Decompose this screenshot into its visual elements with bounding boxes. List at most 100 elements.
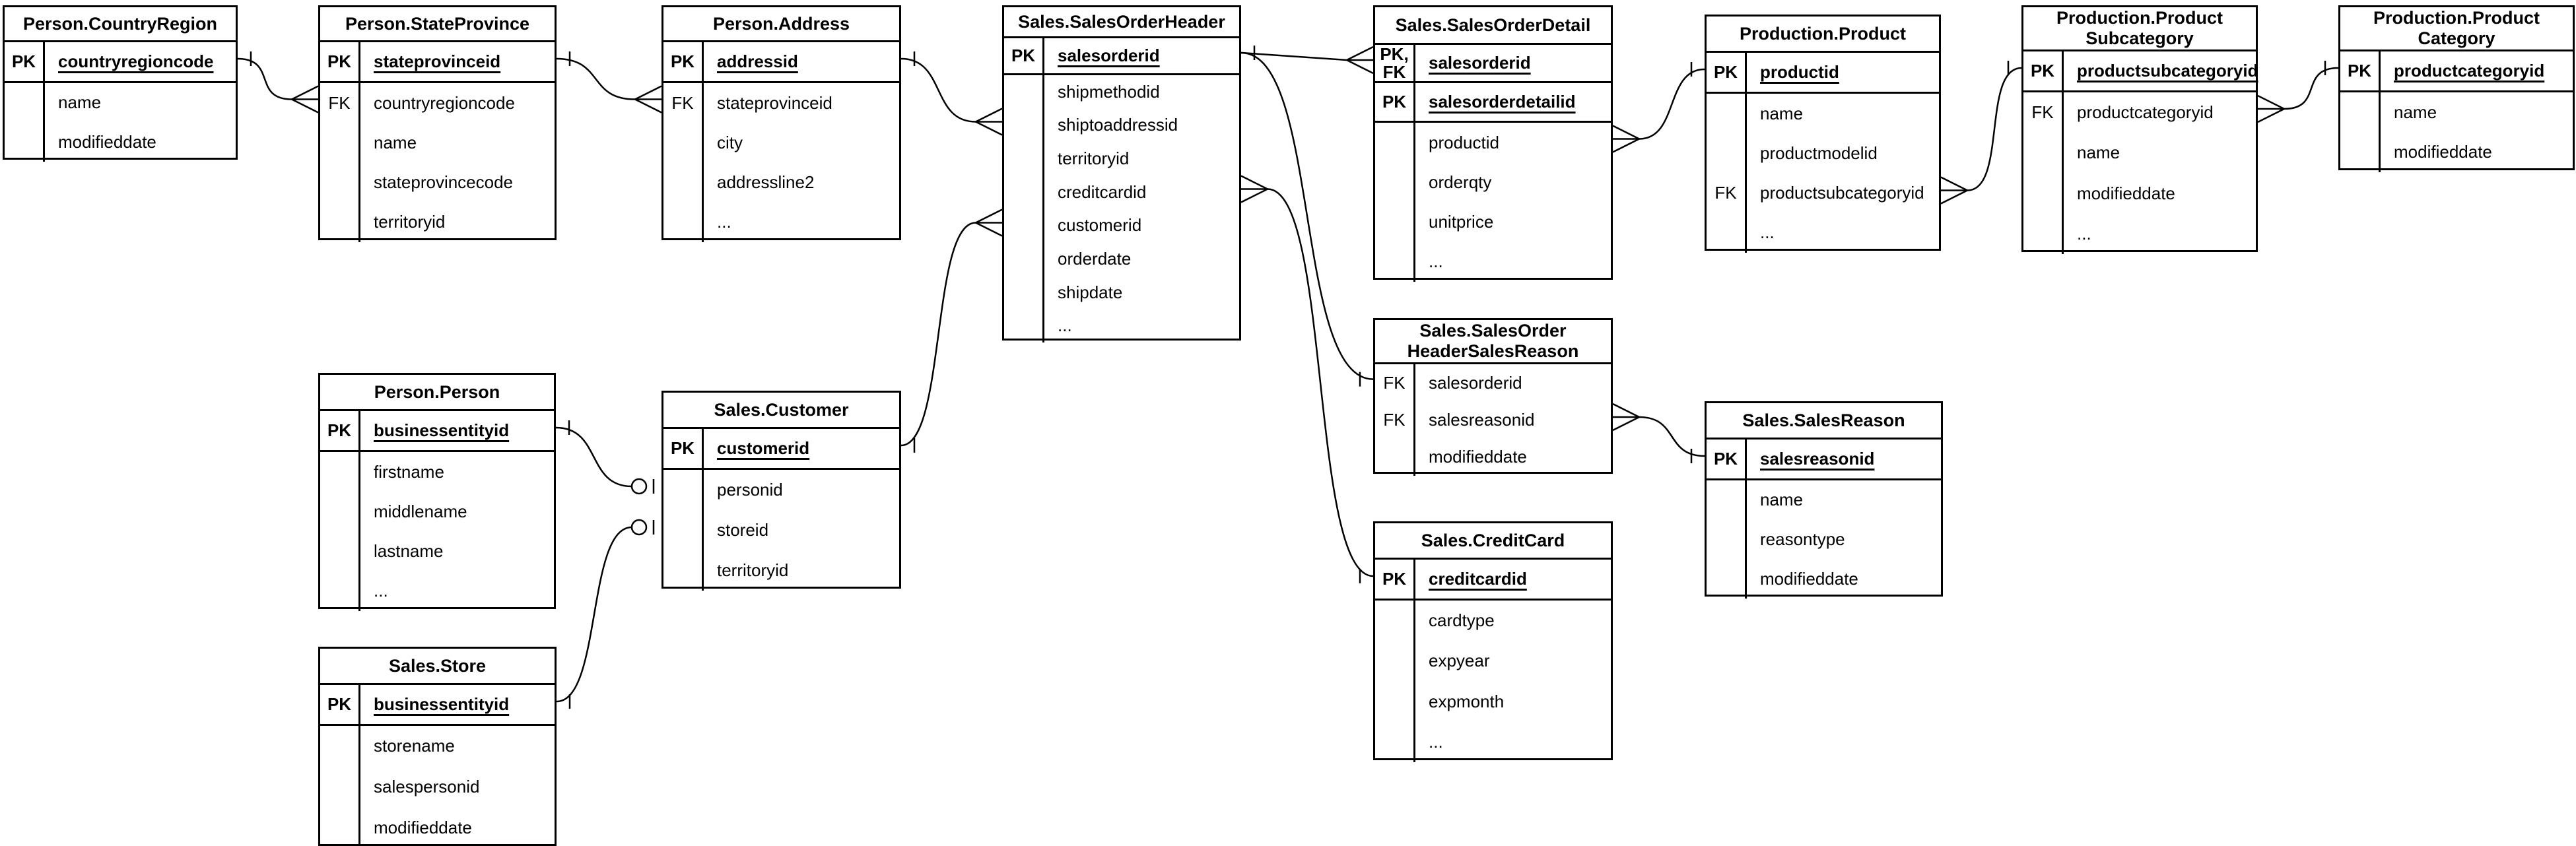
key-label: [2340, 92, 2379, 133]
field-name: modifieddate: [2394, 142, 2492, 162]
field-name: ...: [2077, 223, 2091, 244]
relationship-customer-salesorderheader[interactable]: [900, 209, 1003, 453]
relationship-line: [900, 57, 976, 123]
relationship-person-customer[interactable]: [555, 420, 655, 495]
crow-foot-marker: [1612, 403, 1640, 418]
field-name: addressid: [717, 51, 798, 71]
crow-foot-marker: [291, 85, 319, 100]
field-name: personid: [717, 480, 783, 500]
field-orderqty: orderqty: [1415, 162, 1611, 202]
field-name: productid: [1429, 132, 1499, 152]
relationship-store-customer[interactable]: [556, 519, 655, 709]
field-name: creditcardid: [1429, 569, 1527, 589]
relationship-line: [237, 57, 292, 100]
field-salesorderid: salesorderid: [1415, 45, 1611, 81]
key-label: [1375, 682, 1413, 722]
field-ellipsis: ...: [2064, 214, 2256, 254]
table-title-line: Subcategory: [2085, 28, 2194, 48]
key-label: [320, 123, 358, 162]
key-column: [1375, 123, 1415, 282]
field-productsubcategoryid: productsubcategoryid: [2064, 51, 2258, 90]
field-name: territoryid: [374, 212, 446, 232]
field-firstname: firstname: [360, 452, 554, 492]
field-name: expyear: [1429, 651, 1490, 671]
field-name: name: [2381, 92, 2573, 133]
key-column: PK: [1707, 439, 1747, 478]
relationship-productsubcategory-productcategory[interactable]: [2257, 61, 2339, 123]
relationship-line: [2284, 67, 2339, 110]
relationship-salesorderheader-creditcard[interactable]: [1240, 175, 1374, 584]
key-column: PK: [663, 429, 704, 468]
key-label: [663, 203, 702, 242]
crow-foot-marker: [634, 98, 662, 114]
table-title-line: Sales.SalesOrder: [1419, 321, 1567, 341]
field-name: name: [1747, 480, 1941, 520]
relationship-salesorderheader-sohsr[interactable]: [1240, 51, 1374, 387]
field-column: name modifieddate: [2381, 92, 2573, 172]
field-unitprice: unitprice: [1415, 203, 1611, 242]
table-title-line: Sales.CreditCard: [1421, 530, 1565, 550]
key-label: [5, 123, 43, 162]
field-column: salesorderid: [1044, 38, 1239, 73]
key-label: PK: [1713, 449, 1738, 469]
field-name: salesorderid: [1058, 46, 1160, 65]
field-name: salespersonid: [374, 777, 480, 797]
field-name: shipmethodid: [1058, 81, 1160, 102]
relationship-salesorderheader-salesorderdetail[interactable]: [1240, 46, 1374, 75]
relationship-product-productsubcategory[interactable]: [1940, 61, 2022, 205]
field-name: name: [58, 92, 102, 113]
field-column: businessentityid: [360, 411, 554, 450]
key-label: [663, 163, 702, 203]
key-label: PK: [327, 420, 352, 440]
key-column: [1375, 601, 1415, 762]
relationship-address-salesorderheader[interactable]: [900, 51, 1003, 136]
field-column: creditcardid: [1415, 560, 1611, 599]
key-label: FK: [1714, 183, 1737, 203]
relationship-salesorderdetail-product[interactable]: [1612, 62, 1705, 153]
key-column: [320, 726, 360, 846]
field-column: salesreasonid: [1747, 439, 1941, 478]
relationship-countryregion-stateprovince[interactable]: [237, 51, 319, 114]
field-reasontype: reasontype: [1747, 520, 1941, 560]
relationship-stateprovince-address[interactable]: [556, 51, 662, 114]
field-name: ...: [1429, 251, 1443, 272]
field-name: countryregioncode: [58, 51, 214, 71]
key-label: PK: [670, 51, 695, 71]
table-title-line: HeaderSalesReason: [1407, 341, 1579, 361]
relationship-sohsr-salesreason[interactable]: [1612, 403, 1705, 463]
crow-foot-marker: [1940, 176, 1968, 191]
field-lastname: lastname: [360, 532, 554, 571]
key-label: [320, 452, 358, 492]
key-label: [320, 163, 358, 203]
field-name: name: [1747, 94, 1939, 133]
field-name: salesreasonid: [1760, 449, 1875, 469]
field-name: lastname: [374, 541, 444, 562]
key-label: PK: [1713, 62, 1738, 82]
field-expyear: expyear: [1415, 641, 1611, 681]
relationship-line: [1240, 51, 1374, 380]
